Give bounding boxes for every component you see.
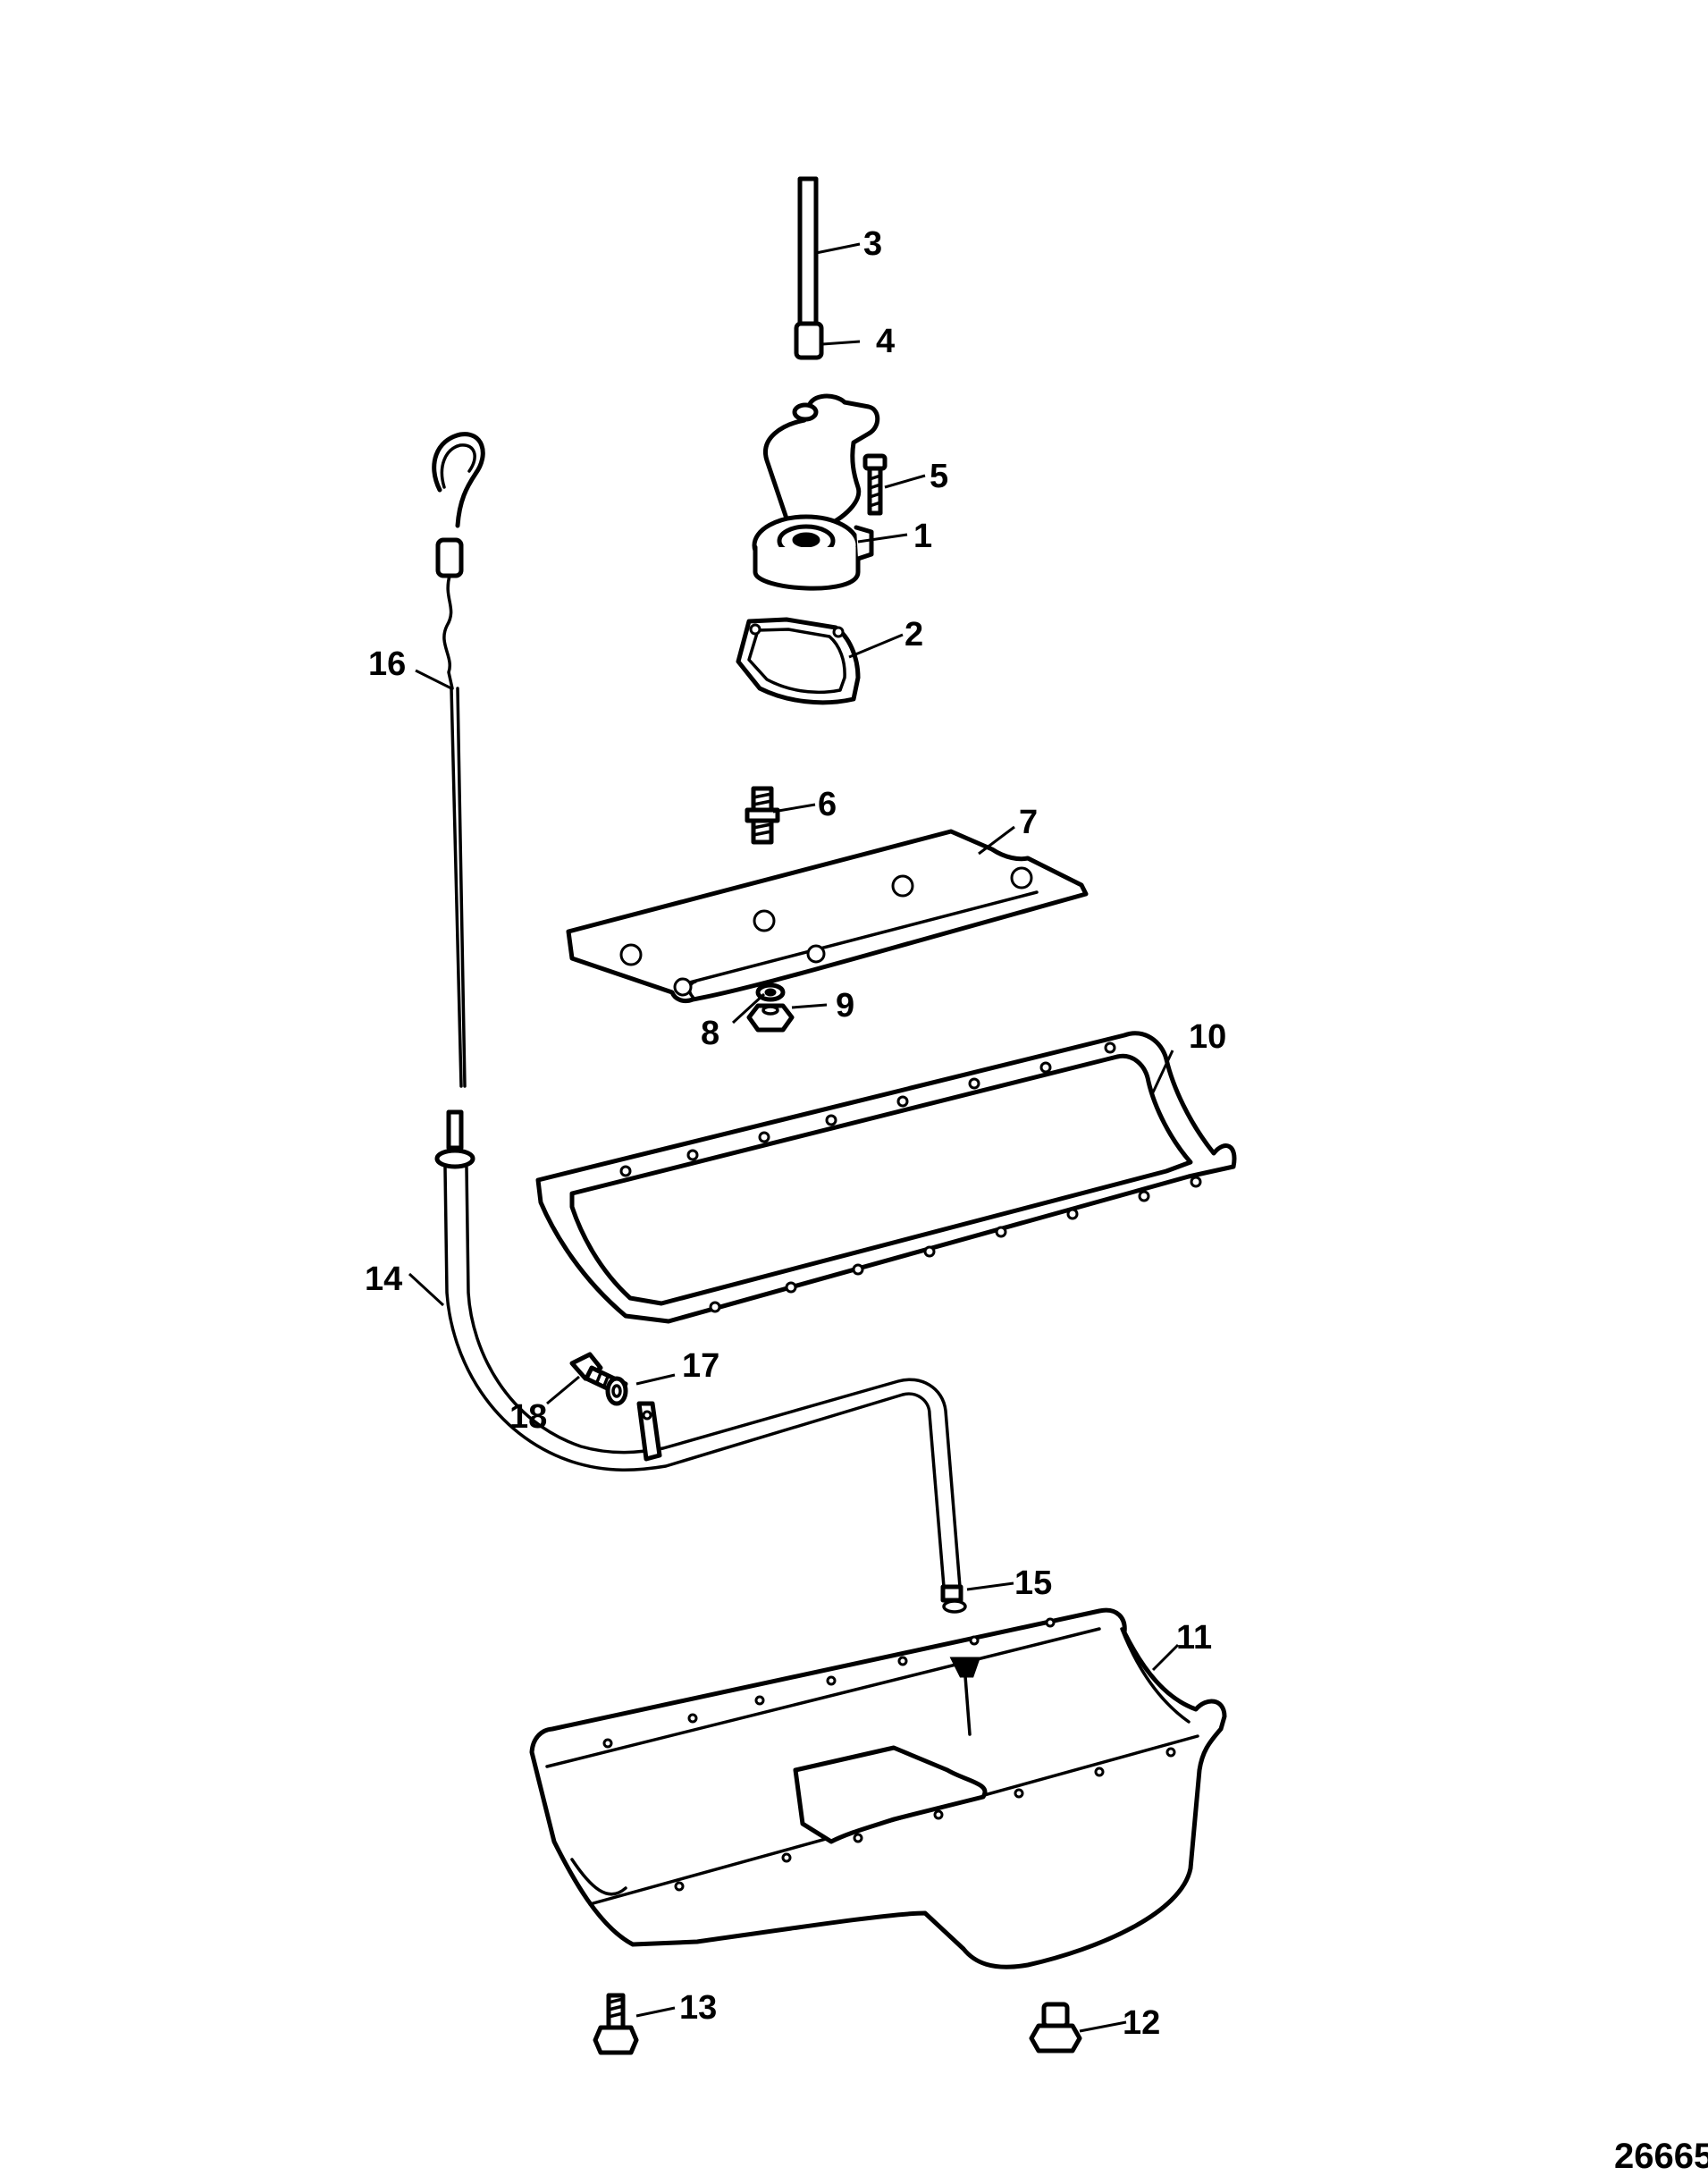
callout-9: 9 (836, 987, 854, 1025)
callout-labels: 1 2 3 4 5 6 7 8 9 10 11 12 13 14 15 16 1… (365, 225, 1226, 2042)
part-7-baffle (566, 829, 1089, 1004)
callout-10: 10 (1189, 1018, 1226, 1056)
callout-15: 15 (1014, 1564, 1052, 1602)
callout-16: 16 (368, 645, 406, 683)
part-5-bolt (862, 453, 888, 516)
callout-7: 7 (1019, 804, 1038, 841)
callout-14: 14 (365, 1261, 402, 1298)
gasket-bolt-holes (619, 1041, 1202, 1313)
leader-lines (408, 242, 1180, 2033)
part-12-drain-plug (1029, 2002, 1082, 2053)
part-10-oil-pan-gasket (535, 1031, 1237, 1324)
part-6-stud (745, 786, 780, 845)
part-2-pump-gasket (736, 617, 861, 705)
callout-13: 13 (679, 1989, 717, 2027)
callout-5: 5 (930, 458, 948, 495)
part-17-washer (605, 1376, 628, 1406)
callout-12: 12 (1123, 2004, 1160, 2042)
part-13-drain-plug (593, 1993, 639, 2055)
callout-3: 3 (863, 225, 882, 263)
callout-1: 1 (913, 518, 932, 555)
callout-6: 6 (818, 786, 837, 823)
part-11-oil-pan (529, 1607, 1227, 1969)
part-1-oil-pump (752, 393, 880, 591)
callout-8: 8 (701, 1015, 719, 1052)
part-4-spacer (794, 321, 824, 360)
callout-11: 11 (1176, 1619, 1212, 1657)
callout-2: 2 (904, 616, 923, 654)
part-16-dipstick (432, 432, 485, 1088)
part-14-dipstick-tube (434, 1109, 963, 1603)
callout-4: 4 (876, 323, 895, 360)
part-3-shaft (797, 176, 819, 332)
part-9-nut (746, 1003, 795, 1033)
callout-17: 17 (682, 1347, 719, 1385)
part-15-o-ring (942, 1599, 967, 1614)
oil-pan-bolt-holes (602, 1617, 1176, 1892)
callout-18: 18 (509, 1398, 547, 1436)
figure-number: 26665 (1614, 2137, 1708, 2176)
